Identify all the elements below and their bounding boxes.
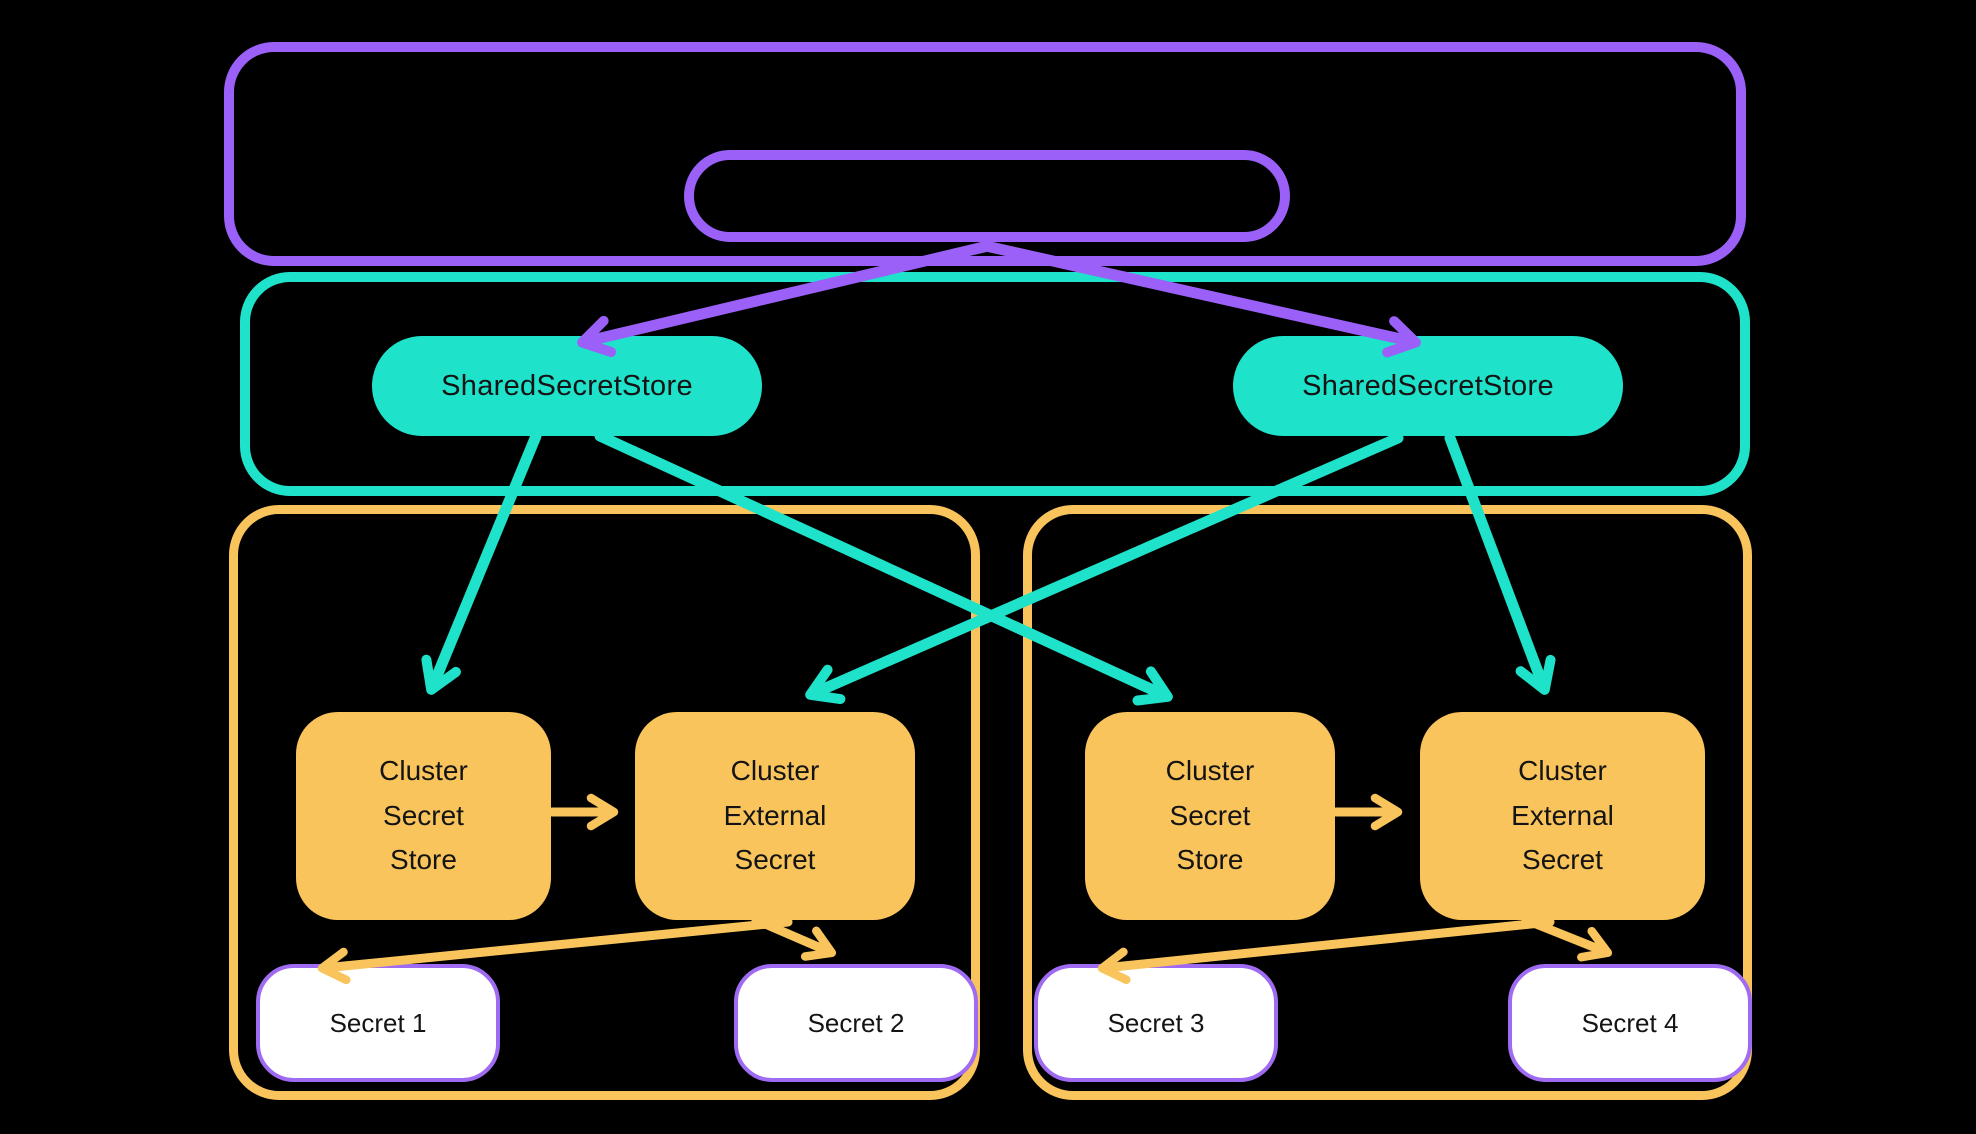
cluster-2-secret-1: Secret 3 (1034, 964, 1278, 1082)
shared-secret-store-1: SharedSecretStore (372, 336, 762, 436)
cluster-2-secret-2: Secret 4 (1508, 964, 1752, 1082)
controller-pill-outline (684, 150, 1290, 242)
cluster-1-secret-store: Cluster Secret Store (296, 712, 551, 920)
cluster-1-external-secret: Cluster External Secret (635, 712, 915, 920)
cluster-1-secret-1: Secret 1 (256, 964, 500, 1082)
cluster-1-secret-2: Secret 2 (734, 964, 978, 1082)
cluster-2-external-secret: Cluster External Secret (1420, 712, 1705, 920)
cluster-2-secret-store: Cluster Secret Store (1085, 712, 1335, 920)
shared-secret-store-2: SharedSecretStore (1233, 336, 1623, 436)
